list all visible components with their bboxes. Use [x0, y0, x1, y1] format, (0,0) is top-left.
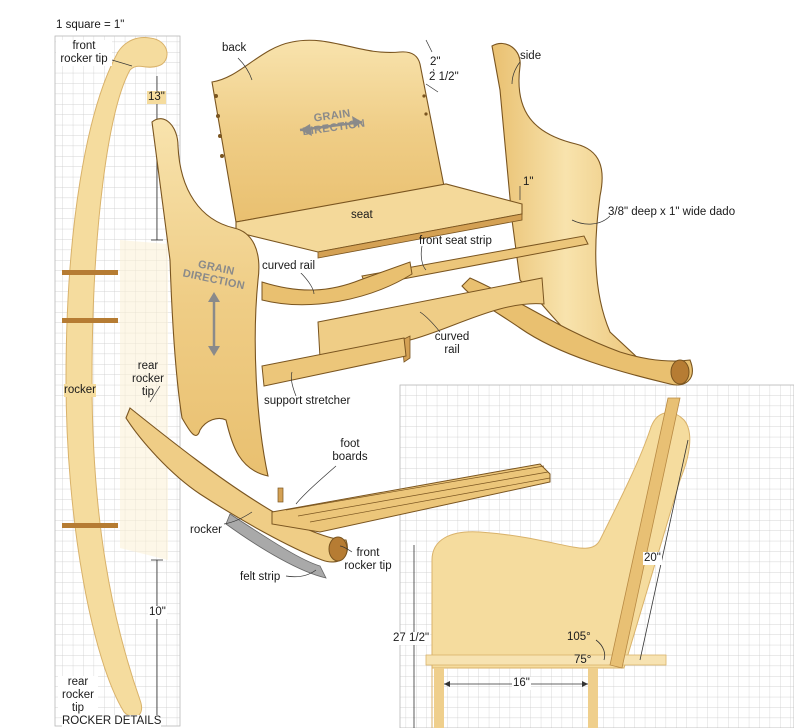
label-rear-rocker-tip-bottom: rear rocker tip — [58, 676, 98, 715]
dimension-27-half: 27 1/2" — [392, 632, 431, 645]
side-panel-left — [151, 118, 269, 477]
dimension-20: 20" — [643, 552, 662, 565]
dimension-75-deg: 75° — [574, 654, 592, 666]
curved-rail-upper — [261, 261, 413, 306]
label-front-rocker-tip-bottom: front rocker tip — [344, 547, 392, 572]
label-seat: seat — [351, 209, 373, 221]
scale-note: 1 square = 1" — [56, 19, 125, 31]
dimension-16: 16" — [512, 677, 531, 690]
label-felt-strip: felt strip — [240, 571, 281, 583]
label-rocker-mid: rocker — [190, 524, 222, 536]
back-panel — [211, 39, 445, 223]
label-support-stretcher: support stretcher — [264, 395, 351, 407]
label-front-rocker-tip-left: front rocker tip — [56, 40, 112, 66]
foot-boards — [271, 463, 551, 533]
label-side: side — [520, 50, 542, 62]
label-dado: 3/8" deep x 1" wide dado — [608, 206, 736, 218]
rocker-template-shape — [65, 37, 168, 718]
dimension-13: 13" — [147, 91, 166, 104]
label-curved-rail-upper: curved rail — [262, 260, 316, 273]
label-rocker-left: rocker — [64, 384, 96, 397]
dimension-10: 10" — [148, 606, 167, 619]
label-front-seat-strip: front seat strip — [419, 235, 492, 247]
dimension-2: 2" — [429, 56, 442, 69]
side-template-grid — [399, 384, 794, 728]
support-stretcher — [261, 337, 407, 387]
felt-strip — [225, 513, 327, 579]
dimension-2-half: 2 1/2" — [428, 71, 460, 84]
label-back: back — [222, 42, 247, 54]
dimension-105-deg: 105° — [566, 631, 592, 644]
label-rocker-details: ROCKER DETAILS — [62, 715, 162, 728]
dimension-1: 1" — [523, 176, 534, 188]
label-rear-rocker-tip-mid: rear rocker tip — [132, 360, 164, 398]
label-foot-boards: foot boards — [332, 438, 368, 463]
label-curved-rail-lower: curved rail — [434, 331, 470, 356]
